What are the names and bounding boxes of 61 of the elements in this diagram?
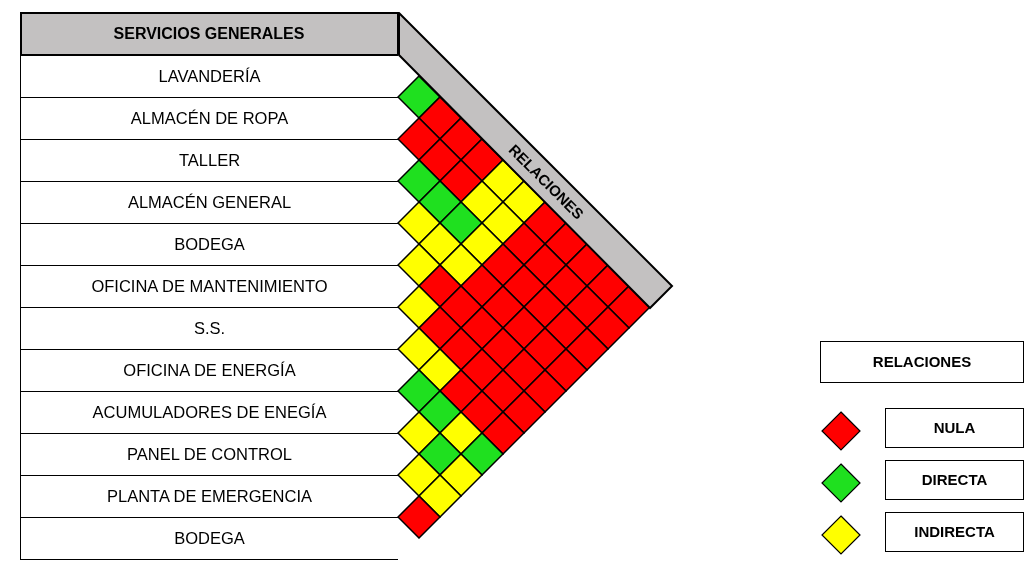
relation-diamond xyxy=(481,243,525,287)
relation-diamond xyxy=(502,348,546,392)
relation-diamond xyxy=(460,180,504,224)
relation-diamond xyxy=(418,348,462,392)
relation-diamond xyxy=(397,369,441,413)
relation-diamond xyxy=(418,432,462,476)
relation-diamond xyxy=(502,222,546,266)
relation-diamond xyxy=(565,327,609,371)
relation-diamond xyxy=(397,285,441,329)
relation-diamond xyxy=(544,264,588,308)
relation-diamond xyxy=(460,222,504,266)
relation-diamond xyxy=(523,243,567,287)
relation-diamond xyxy=(397,495,441,539)
relation-diamond xyxy=(460,432,504,476)
relation-diamond xyxy=(439,327,483,371)
relation-diamond xyxy=(544,306,588,350)
relation-diamond xyxy=(418,474,462,518)
relation-diamond xyxy=(397,117,441,161)
relation-diamond xyxy=(502,390,546,434)
relation-diamond xyxy=(586,306,630,350)
legend-label: INDIRECTA xyxy=(885,512,1024,552)
relation-diamond xyxy=(397,327,441,371)
relation-diamond xyxy=(565,285,609,329)
relation-diamond xyxy=(418,180,462,224)
relation-diamond xyxy=(418,138,462,182)
relation-diamond xyxy=(418,264,462,308)
relation-diamond xyxy=(481,369,525,413)
relation-diamond xyxy=(523,327,567,371)
relation-diamond xyxy=(523,285,567,329)
relation-diamond xyxy=(502,306,546,350)
relation-diamond xyxy=(439,411,483,455)
relation-diamond xyxy=(418,222,462,266)
department-row: BODEGA xyxy=(20,517,398,560)
legend-label: DIRECTA xyxy=(885,460,1024,500)
relation-diamond xyxy=(397,159,441,203)
relation-diamond xyxy=(481,327,525,371)
relation-diamond xyxy=(460,390,504,434)
legend-label: NULA xyxy=(885,408,1024,448)
relation-diamond xyxy=(397,453,441,497)
relation-diamond xyxy=(460,264,504,308)
relation-diamond xyxy=(397,243,441,287)
relation-diamond xyxy=(460,306,504,350)
relation-diamond xyxy=(397,75,441,119)
relation-diamond xyxy=(460,348,504,392)
table-header: SERVICIOS GENERALES xyxy=(20,12,398,56)
relation-diamond xyxy=(481,285,525,329)
relation-diamond xyxy=(439,201,483,245)
relation-diamond xyxy=(439,369,483,413)
relation-diamond xyxy=(397,411,441,455)
relation-diamond xyxy=(418,390,462,434)
relation-diamond xyxy=(544,348,588,392)
relation-diamond xyxy=(397,201,441,245)
relation-diamond xyxy=(418,306,462,350)
legend-title: RELACIONES xyxy=(820,341,1024,383)
relation-diamond xyxy=(439,159,483,203)
relation-diamond xyxy=(439,285,483,329)
relation-diamond xyxy=(502,264,546,308)
relation-diamond xyxy=(439,243,483,287)
relation-diamond xyxy=(481,411,525,455)
relation-diamond xyxy=(523,369,567,413)
relation-diamond xyxy=(439,453,483,497)
